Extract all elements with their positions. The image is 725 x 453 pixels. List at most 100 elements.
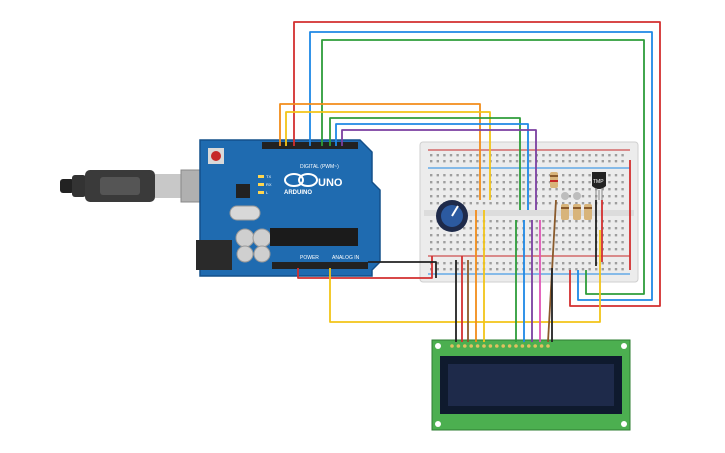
- breadboard-hole: [496, 202, 499, 205]
- breadboard-hole: [456, 174, 459, 177]
- breadboard-hole: [535, 268, 538, 271]
- breadboard-hole: [456, 234, 459, 237]
- breadboard-hole: [621, 234, 624, 237]
- breadboard-hole: [588, 241, 591, 244]
- breadboard-hole: [436, 248, 439, 251]
- breadboard-hole: [463, 248, 466, 251]
- breadboard-hole: [575, 227, 578, 230]
- arduino-uno-board[interactable]: ARDUINO UNO DIGITAL (PWM~) POWER ANALOG …: [196, 139, 381, 277]
- breadboard-hole: [608, 262, 611, 265]
- breadboard-hole: [496, 181, 499, 184]
- breadboard-hole: [562, 220, 565, 223]
- breadboard-hole: [608, 195, 611, 198]
- breadboard-hole: [542, 202, 545, 205]
- breadboard-hole: [601, 188, 604, 191]
- temperature-sensor[interactable]: TMP: [592, 172, 606, 200]
- breadboard-hole: [476, 195, 479, 198]
- wire-black-gnd: [368, 261, 437, 278]
- breadboard-hole: [482, 181, 486, 184]
- breadboard-hole: [588, 160, 591, 163]
- wire-orange-1: [279, 103, 481, 200]
- breadboard-hole: [555, 241, 558, 244]
- breadboard-hole: [542, 188, 545, 191]
- breadboard-hole: [529, 174, 532, 177]
- arduino-model-label: UNO: [318, 177, 343, 189]
- breadboard-hole: [502, 174, 505, 177]
- breadboard-hole: [614, 154, 618, 157]
- breadboard-hole: [482, 160, 486, 163]
- breadboard-hole: [449, 181, 453, 184]
- led-2: [573, 192, 581, 200]
- breadboard-hole: [535, 262, 538, 265]
- lcd-pin: [520, 344, 525, 348]
- breadboard-hole: [463, 241, 466, 244]
- breadboard-hole: [496, 195, 499, 198]
- breadboard-hole: [588, 248, 591, 251]
- breadboard-hole: [621, 188, 624, 191]
- breadboard-hole: [595, 268, 598, 271]
- breadboard-hole: [449, 241, 453, 244]
- breadboard-hole: [430, 220, 433, 223]
- breadboard-hole: [449, 234, 453, 237]
- breadboard-hole: [548, 188, 552, 191]
- breadboard-hole: [443, 195, 446, 198]
- breadboard-hole: [463, 234, 466, 237]
- breadboard-hole: [502, 241, 505, 244]
- potentiometer[interactable]: [436, 200, 468, 232]
- breadboard-hole: [469, 262, 472, 265]
- breadboard-hole: [575, 262, 578, 265]
- breadboard-hole: [542, 268, 545, 271]
- breadboard-hole: [529, 220, 532, 223]
- breadboard-hole: [476, 220, 479, 223]
- breadboard-hole: [469, 195, 472, 198]
- breadboard-hole: [614, 227, 618, 230]
- breadboard-hole: [548, 262, 552, 265]
- breadboard-hole: [456, 195, 459, 198]
- breadboard-hole: [522, 181, 525, 184]
- breadboard-hole: [430, 160, 433, 163]
- breadboard-hole: [588, 174, 591, 177]
- breadboard-hole: [568, 202, 571, 205]
- breadboard-hole: [436, 174, 439, 177]
- breadboard-hole: [608, 227, 611, 230]
- breadboard-hole: [430, 202, 433, 205]
- breadboard-hole: [608, 181, 611, 184]
- breadboard-hole: [588, 202, 591, 205]
- breadboard-hole: [469, 268, 472, 271]
- breadboard-hole: [529, 234, 532, 237]
- lcd-pin: [507, 344, 512, 348]
- lcd-screen: [448, 364, 614, 406]
- breadboard-hole: [555, 195, 558, 198]
- breadboard-hole: [542, 160, 545, 163]
- breadboard-hole: [529, 202, 532, 205]
- breadboard-hole: [562, 154, 565, 157]
- breadboard-hole: [621, 154, 624, 157]
- breadboard-hole: [608, 241, 611, 244]
- breadboard-hole: [449, 248, 453, 251]
- resistor-2: [573, 204, 581, 220]
- breadboard-hole: [581, 262, 585, 265]
- power-header-label: POWER: [300, 255, 319, 261]
- breadboard-hole: [581, 227, 585, 230]
- breadboard-hole: [463, 160, 466, 163]
- breadboard-hole: [515, 262, 519, 265]
- breadboard-hole: [621, 248, 624, 251]
- breadboard-hole: [463, 262, 466, 265]
- breadboard-hole: [430, 248, 433, 251]
- breadboard[interactable]: TMP: [419, 141, 639, 283]
- breadboard-hole: [443, 241, 446, 244]
- lcd-16x2-module[interactable]: [431, 339, 631, 431]
- breadboard-hole: [614, 248, 618, 251]
- digital-header-label: DIGITAL (PWM~): [300, 164, 339, 170]
- breadboard-hole: [621, 241, 624, 244]
- l-label: L: [266, 190, 269, 195]
- breadboard-hole: [515, 154, 519, 157]
- lcd-pin: [475, 344, 480, 348]
- breadboard-hole: [529, 241, 532, 244]
- breadboard-hole: [529, 227, 532, 230]
- breadboard-hole: [456, 181, 459, 184]
- breadboard-hole: [502, 154, 505, 157]
- breadboard-hole: [509, 202, 512, 205]
- breadboard-hole: [529, 268, 532, 271]
- breadboard-hole: [502, 181, 505, 184]
